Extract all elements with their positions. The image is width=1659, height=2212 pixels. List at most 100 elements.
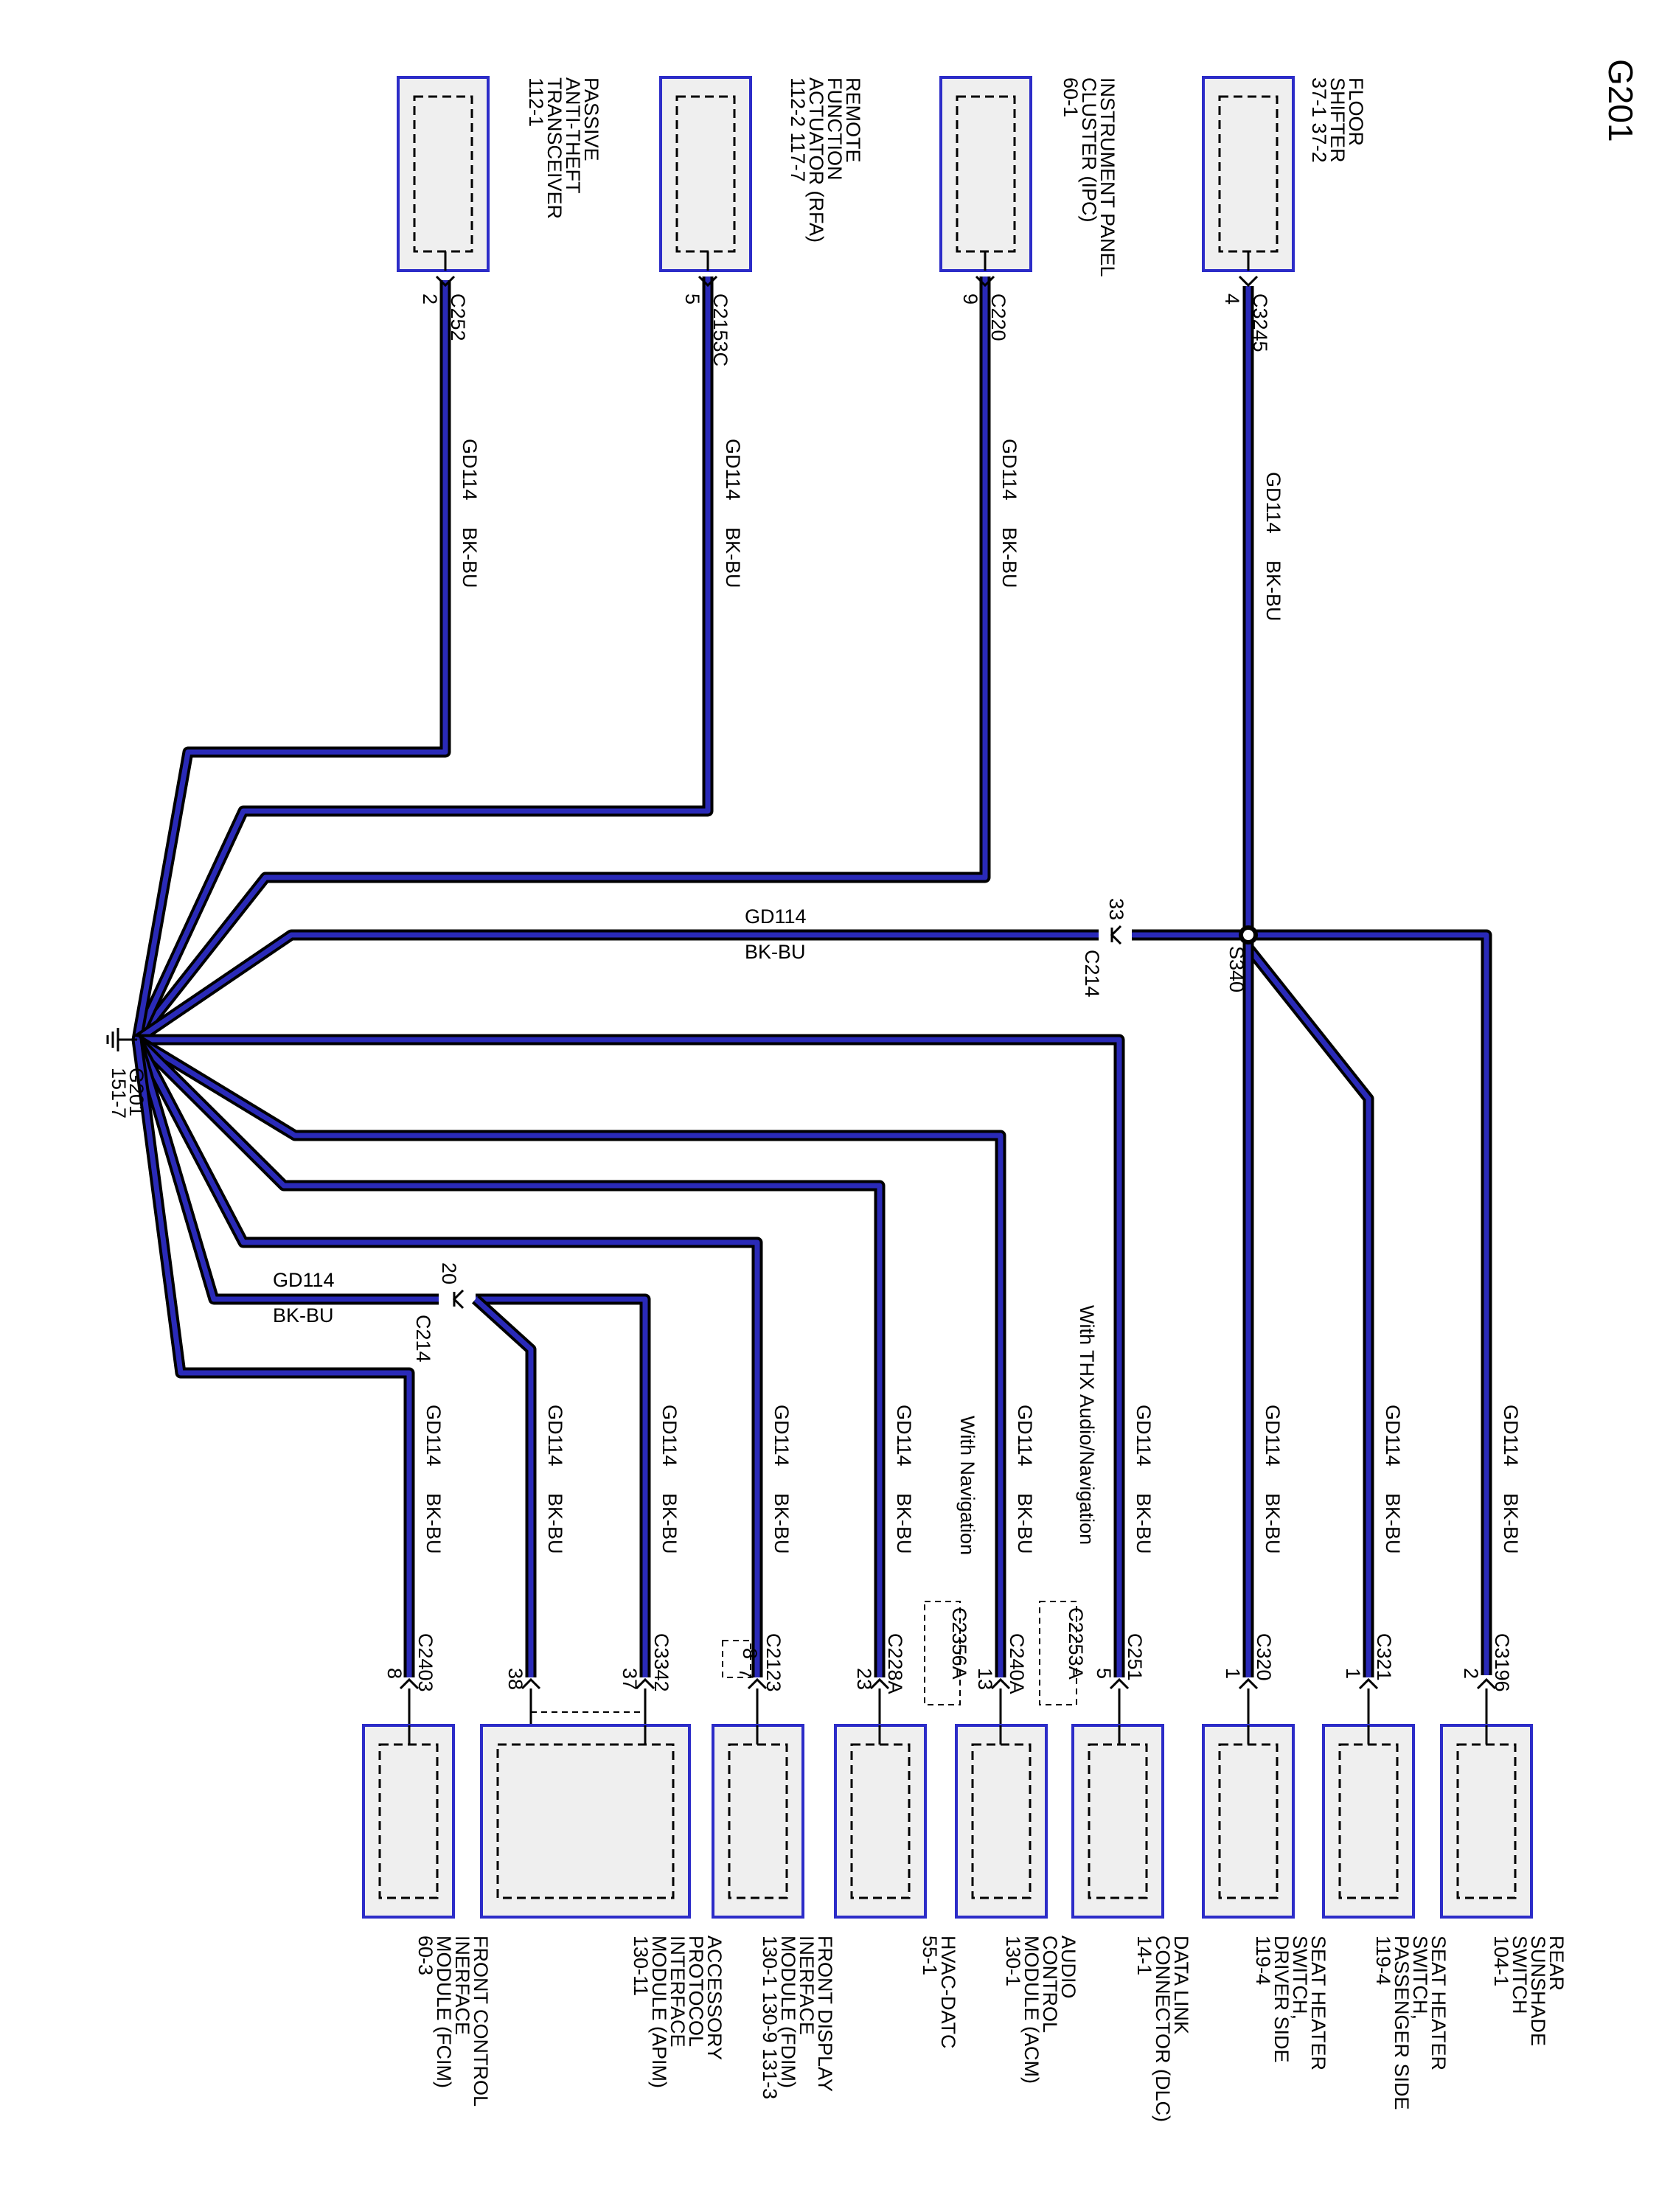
seat-heater-passenger-label-line-4: 119-4 bbox=[1372, 1935, 1394, 1985]
wire-label-circuit-ipc: GD114 bbox=[998, 439, 1020, 501]
acm-alt-connector-box bbox=[1039, 1601, 1077, 1705]
dlc-label-line-1: DATA LINK bbox=[1170, 1935, 1192, 2034]
pats-pin: 2 bbox=[419, 293, 441, 305]
rear-sunshade-connector: C3196 bbox=[1491, 1633, 1513, 1692]
wire-fdim bbox=[134, 1038, 760, 1677]
acm-connector-symbol bbox=[990, 1677, 1011, 1690]
hvac-connector-symbol bbox=[869, 1677, 890, 1690]
wire-label-color-apim-37: BK-BU bbox=[658, 1493, 681, 1554]
c214-pin20-number: 20 bbox=[438, 1262, 460, 1284]
note-nav: With Navigation bbox=[956, 1416, 978, 1555]
rfa-label-line-4: 112-2 117-7 bbox=[787, 77, 809, 182]
pats-label-line-4: 112-1 bbox=[525, 77, 547, 127]
c214-pin20-name: C214 bbox=[412, 1315, 434, 1363]
apim-label-line-2: PROTOCOL bbox=[685, 1935, 707, 2047]
rfa-label-line-2: FUNCTION bbox=[824, 77, 846, 180]
wire-ground-c214b bbox=[134, 1039, 439, 1302]
wire-label-color-rear-sunshade: BK-BU bbox=[1500, 1493, 1522, 1554]
fdim-alt-pin-box bbox=[722, 1640, 751, 1678]
wire-label-color-rfa: BK-BU bbox=[722, 527, 744, 588]
wire-label-color-acm: BK-BU bbox=[1014, 1493, 1036, 1554]
wire-label-color-fdim: BK-BU bbox=[771, 1493, 793, 1554]
floor-shifter-box bbox=[1202, 76, 1295, 272]
diagram-title: G201 bbox=[1601, 59, 1640, 142]
ipc-label-line-1: INSTRUMENT PANEL bbox=[1096, 77, 1119, 277]
dlc-pin: 5 bbox=[1093, 1668, 1115, 1679]
seat-heater-driver-label-line-4: 119-4 bbox=[1252, 1935, 1274, 1985]
wire-seat-passenger-outline bbox=[1244, 944, 1374, 1677]
acm-label-line-2: CONTROL bbox=[1039, 1935, 1061, 2033]
fdim-label-line-1: FRONT DISPLAY bbox=[814, 1935, 836, 2092]
ipc-connector: C220 bbox=[987, 293, 1009, 341]
rear-sunshade-label-line-2: SUNSHADE bbox=[1527, 1935, 1549, 2046]
fdim-alt-pin: 8 bbox=[739, 1648, 761, 1659]
acm-label-line-4: 130-1 bbox=[1002, 1935, 1024, 1986]
wire-label-circuit-rfa: GD114 bbox=[722, 439, 744, 501]
rfa-label-line-1: REMOTE bbox=[842, 77, 864, 163]
floor-shifter-connector-symbol bbox=[1238, 275, 1259, 288]
wire-label-circuit-pats: GD114 bbox=[459, 439, 481, 501]
fcim-label-line-1: FRONT CONTROL bbox=[470, 1935, 492, 2107]
fdim-connector: C2123 bbox=[762, 1633, 785, 1692]
wire-c214-ground-outline bbox=[133, 929, 1099, 1045]
wire-label-color-fcim: BK-BU bbox=[422, 1493, 445, 1554]
hvac-alt-connector: C2356A bbox=[948, 1607, 970, 1680]
wire-label-circuit-c214-20: GD114 bbox=[273, 1269, 335, 1291]
wire-fcim bbox=[134, 1039, 412, 1677]
wire-apim-37-outline bbox=[476, 1293, 651, 1677]
wires bbox=[131, 276, 1492, 1677]
wire-label-circuit-seat-heater-passenger: GD114 bbox=[1382, 1405, 1404, 1467]
ipc-pin: 9 bbox=[959, 293, 981, 305]
rfa-inner bbox=[675, 95, 736, 253]
rear-sunshade-pin: 2 bbox=[1460, 1668, 1482, 1679]
seat-heater-passenger-connector-symbol bbox=[1358, 1677, 1379, 1690]
fcim-connector: C2403 bbox=[414, 1633, 437, 1692]
seat-heater-passenger-box bbox=[1322, 1724, 1415, 1919]
wire-c214-ground bbox=[136, 932, 1099, 1042]
rfa-label-line-3: ACTUATOR (RFA) bbox=[805, 77, 827, 243]
wire-label-circuit-seat-heater-driver: GD114 bbox=[1262, 1405, 1284, 1467]
wire-rfa bbox=[134, 276, 711, 1041]
seat-heater-passenger-connector: C321 bbox=[1373, 1633, 1395, 1681]
seat-heater-passenger-pin: 1 bbox=[1342, 1668, 1364, 1679]
wire-label-color-floor-shifter: BK-BU bbox=[1262, 560, 1284, 622]
apim-connector-symbol bbox=[635, 1677, 655, 1690]
fdim-box bbox=[712, 1724, 804, 1919]
wire-label-circuit-floor-shifter: GD114 bbox=[1262, 472, 1284, 534]
ground-ref: 151-7 bbox=[108, 1068, 130, 1119]
c214-pin33-number: 33 bbox=[1105, 898, 1127, 920]
ipc-box bbox=[939, 76, 1032, 272]
pats-label-line-1: PASSIVE bbox=[580, 77, 602, 161]
hvac-label-line-1: HVAC-DATC bbox=[937, 1935, 959, 2049]
rfa-pin: 5 bbox=[681, 293, 703, 305]
wire-label-color-c214-33: BK-BU bbox=[745, 941, 806, 963]
wire-label-color-dlc: BK-BU bbox=[1133, 1493, 1155, 1554]
seat-heater-passenger-label-line-1: SEAT HEATER bbox=[1427, 1935, 1450, 2070]
s340-label: S340 bbox=[1225, 946, 1248, 992]
apim-pin38-symbol bbox=[521, 1677, 541, 1690]
wire-rear-sunshade bbox=[1253, 932, 1489, 1675]
ipc-connector-symbol bbox=[975, 275, 995, 288]
fdim-label-line-3: MODULE (FDIM) bbox=[777, 1935, 799, 2088]
wire-dlc bbox=[137, 1037, 1122, 1677]
apim-label-line-1: ACCESSORY bbox=[703, 1935, 726, 2060]
pats-box bbox=[397, 76, 490, 272]
c214-pin20-symbol bbox=[452, 1289, 465, 1310]
pats-connector-symbol bbox=[435, 275, 456, 288]
pats-connector: C252 bbox=[447, 293, 469, 341]
dlc-inner bbox=[1088, 1743, 1148, 1899]
apim-pin38: 38 bbox=[504, 1668, 526, 1690]
wire-label-color-ipc: BK-BU bbox=[998, 527, 1020, 588]
rfa-connector-symbol bbox=[698, 275, 718, 288]
wire-label-color-seat-heater-driver: BK-BU bbox=[1262, 1493, 1284, 1554]
acm-label-line-1: AUDIO bbox=[1057, 1935, 1079, 1999]
apim-inner bbox=[496, 1743, 675, 1899]
dlc-connector: C251 bbox=[1124, 1633, 1146, 1681]
wire-label-circuit-acm: GD114 bbox=[1014, 1405, 1036, 1467]
fdim-connector-symbol bbox=[747, 1677, 768, 1690]
hvac-label-line-2: 55-1 bbox=[919, 1935, 941, 1975]
wire-label-circuit-dlc: GD114 bbox=[1133, 1405, 1155, 1467]
seat-heater-driver-box bbox=[1202, 1724, 1295, 1919]
